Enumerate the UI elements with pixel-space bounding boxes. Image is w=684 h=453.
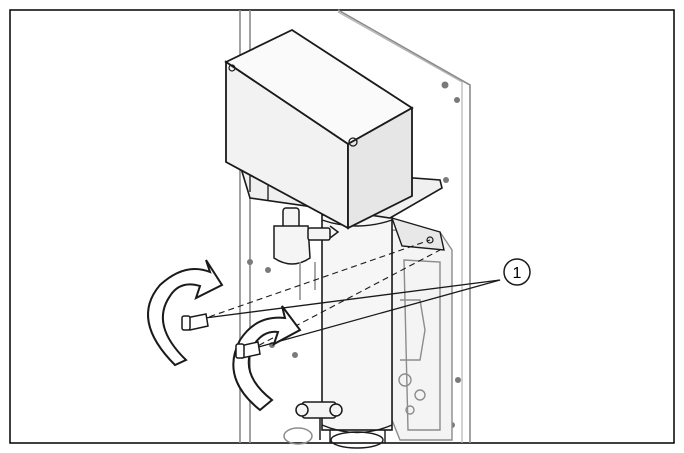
callout-circle-icon	[503, 258, 531, 286]
figure-border	[9, 9, 675, 444]
screw-icon	[181, 313, 209, 331]
air-vent-fitting	[273, 207, 340, 300]
control-box	[224, 28, 414, 230]
rotation-arrow-icon	[232, 305, 302, 412]
rotation-arrow-icon	[147, 259, 224, 367]
screw-icon	[235, 341, 261, 359]
heater-cylinder	[321, 214, 393, 449]
callout-leaders	[204, 279, 501, 349]
callout-label: 1	[513, 265, 522, 282]
callout-1: 1	[503, 258, 531, 286]
side-housing	[391, 229, 453, 441]
bottom-valve	[283, 401, 343, 445]
